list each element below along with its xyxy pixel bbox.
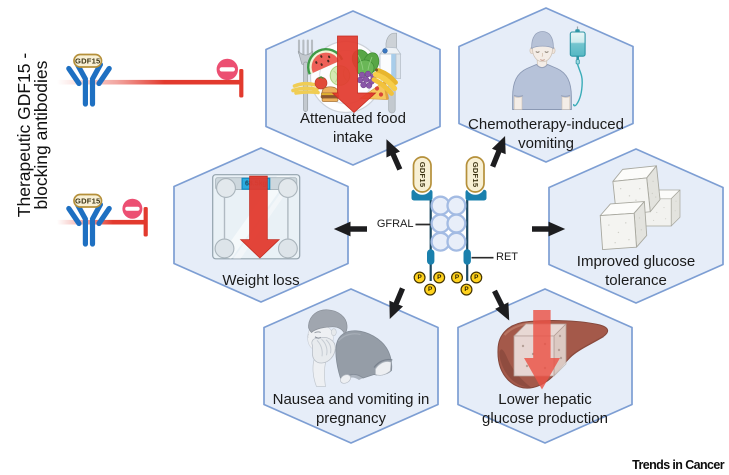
svg-text:P: P	[464, 286, 469, 293]
hexagon-caption-line2: intake	[332, 129, 374, 146]
inhibition-tbar	[143, 207, 148, 237]
gdf15-ligand	[412, 156, 432, 193]
svg-text:P: P	[455, 274, 460, 281]
antibody-y-icon	[66, 201, 112, 247]
arrow-to-glucose-tolerance	[531, 221, 565, 236]
journal-logo: Trends in Cancer	[632, 458, 724, 472]
svg-text:P: P	[417, 274, 422, 281]
inhibition-line	[57, 79, 242, 85]
red-down-arrow	[331, 35, 377, 114]
ret-receptor	[463, 249, 471, 265]
svg-text:P: P	[474, 274, 479, 281]
nausea-person-icon	[307, 309, 393, 387]
arrow-to-nausea-pregnancy	[389, 287, 405, 320]
hexagon-caption-line1: Weight loss	[222, 272, 300, 289]
hexagon-caption-line1: Improved glucose	[576, 253, 696, 270]
hexagon-attenuated-food-intake: Attenuated food intake	[265, 10, 441, 166]
food-plate-icon	[291, 32, 402, 114]
phospho-sites: P P P P P P	[413, 271, 483, 296]
hexagon-caption-line2: tolerance	[605, 272, 667, 289]
hexagon-weight-loss: 68.5kg Weight loss	[173, 147, 349, 303]
hexagon-improved-glucose-tolerance: Improved glucose tolerance	[548, 148, 724, 304]
arrow-to-hepatic-glucose	[492, 289, 510, 321]
hexagon-nausea-vomiting-pregnancy: Nausea and vomiting in pregnancy	[263, 288, 439, 444]
gdf15-ligand-label: GDF15	[471, 162, 480, 188]
red-down-arrow	[524, 310, 560, 390]
gdf15-tag	[73, 193, 103, 208]
hexagon-lower-hepatic-glucose-production: Lower hepatic glucose production	[457, 288, 633, 444]
hexagon-caption-line1: Attenuated food	[300, 110, 406, 127]
gdf15-tag-label: GDF15	[75, 56, 101, 65]
liver-icon	[497, 310, 609, 390]
svg-text:P: P	[428, 286, 433, 293]
hexagon-caption-line2: vomiting	[518, 135, 574, 152]
chemo-patient-icon	[512, 31, 572, 110]
arrow-to-chemo-vomiting	[490, 136, 506, 169]
weight-scale-icon: 68.5kg	[212, 174, 301, 260]
svg-text:P: P	[437, 274, 442, 281]
side-title-line2: blocking antibodies	[31, 60, 51, 210]
antibody-bottom-illustration: GDF15	[57, 193, 148, 247]
red-down-arrow	[239, 175, 281, 259]
hexagon-caption-line1: Lower hepatic	[498, 391, 592, 408]
gdf15-ligand	[465, 156, 485, 193]
hexagon-caption-line1: Chemotherapy-induced	[468, 116, 624, 133]
receptor-complex-illustration: GDF15 GDF15 P P P P P P	[411, 156, 494, 296]
iv-drip-icon	[569, 26, 586, 107]
gdf15-tag-label: GDF15	[75, 196, 101, 205]
ret-receptor	[427, 249, 435, 265]
hexagon-caption-line1: Nausea and vomiting in	[272, 391, 430, 408]
hexagon-caption-line2: pregnancy	[315, 410, 387, 427]
inhibition-tbar	[239, 69, 244, 98]
antibody-top-illustration: GDF15	[57, 53, 244, 107]
hexagon-caption-line2: glucose production	[482, 410, 608, 427]
gfral-domains	[430, 195, 467, 252]
gdf15-ligand-label: GDF15	[418, 162, 427, 188]
sugar-cubes-icon	[599, 165, 681, 251]
arrow-to-weight-loss	[333, 221, 367, 236]
gdf15-tag	[73, 53, 103, 68]
ret-label: RET	[496, 251, 518, 263]
gfral-label: GFRAL	[376, 217, 414, 230]
arrow-to-food-intake	[386, 139, 403, 171]
hexagon-chemotherapy-induced-vomiting: Chemotherapy-induced vomiting	[458, 7, 634, 163]
